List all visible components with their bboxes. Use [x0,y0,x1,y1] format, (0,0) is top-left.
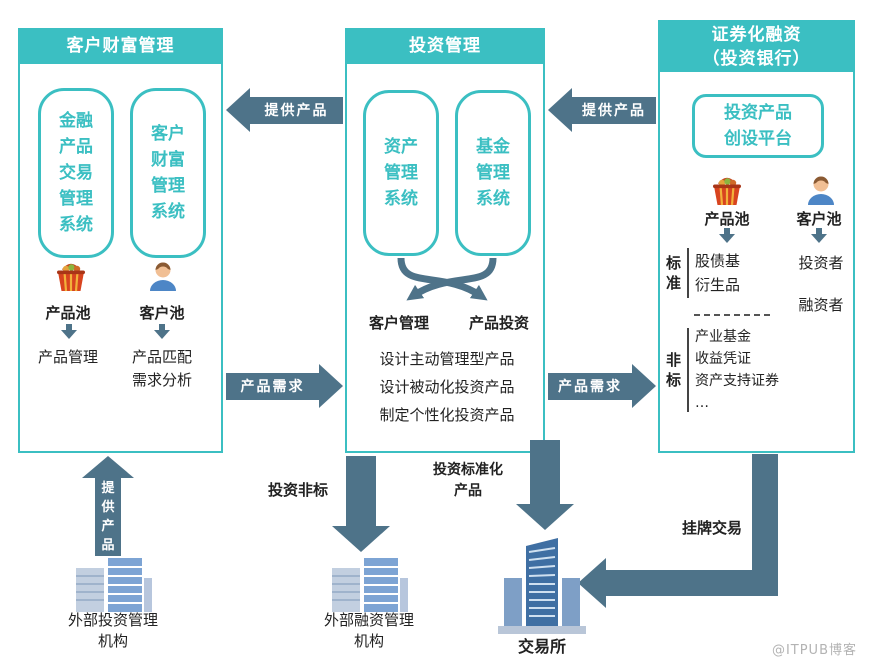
listing-trade-elbow-arrow [578,454,778,608]
office-buildings-icon [66,556,160,612]
crossing-curved-arrows [397,257,497,301]
box-product-creation-platform: 投资产品 创设平台 [692,94,824,158]
arrowhead-left-icon [226,88,250,132]
down-arrow-icon [154,324,170,339]
invest-standard-label: 投资标准化 产品 [433,462,503,499]
arrowhead-left-icon [548,88,572,132]
provide-product-arrow-label: 提供产品 [572,96,656,124]
product-management-label: 产品管理 [37,348,98,366]
customer-mgmt-label: 客户管理 [368,314,429,332]
nonstandard-label: 非 标 [666,351,682,389]
invest-nonstandard-label: 投资非标 [267,481,328,499]
nonstandard-items: 产业基金 收益凭证 资产支持证券 … [695,329,780,411]
product-match-analysis-label: 产品匹配 需求分析 [131,348,192,389]
external-invest-org-label: 外部投资管理 机构 [67,611,158,650]
exchange-label: 交易所 [517,637,566,656]
provide-product-up-arrow-label: 提 供 产 品 [95,478,121,556]
standard-items: 股债基 衍生品 [695,252,741,294]
product-demand-arrow-label: 产品需求 [226,372,319,400]
invest-nonstandard-down-arrow [332,456,390,552]
product-pool-label: 产品池 [45,304,91,322]
provide-product-arrow-right-to-mid: 提供产品 [548,88,656,132]
box-customer-wealth-system-label: 客户 财富 管理 系统 [151,124,185,222]
financier-label: 融资者 [798,296,844,314]
nonstandard-products-section: 非 标 产业基金 收益凭证 资产支持证券 … [666,326,779,414]
watermark: @ITPUB博客 [771,643,857,658]
basket-icon [710,176,744,206]
design-personalized-products-line: 制定个性化投资产品 [379,406,515,424]
panel-customer-wealth-title: 客户财富管理 [18,28,223,64]
design-passive-products-line: 设计被动化投资产品 [379,378,515,396]
panel-investment-mgmt: 投资管理 资产 管理 系统 基金 管理 系统 客户管理 产品投资 设计主动管理型… [345,28,545,453]
person-icon [148,260,178,292]
standard-products-section: 标 准 股债基 衍生品 [666,248,740,298]
panel-customer-wealth: 客户财富管理 金融 产品 交易 管理 系统 客户 财富 管理 系统 产品池 产品… [18,28,223,453]
product-demand-arrow-label: 产品需求 [548,372,632,400]
product-pool-label: 产品池 [704,210,750,228]
customer-pool-label: 客户池 [796,210,842,228]
panel-securitized-financing-title: 证券化融资 （投资银行） [658,20,855,72]
person-icon [806,174,836,206]
provide-product-up-arrow: 提 供 产 品 [82,456,134,556]
box-asset-mgmt-system-label: 资产 管理 系统 [384,137,418,209]
provide-product-arrow-mid-to-left: 提供产品 [226,88,343,132]
standard-label: 标 准 [666,254,682,292]
arrowhead-down-icon [332,526,390,552]
invest-standard-down-arrow [516,440,574,530]
arrowhead-up-icon [82,456,134,478]
arrow-stem [530,440,560,504]
box-financial-product-trading-system-label: 金融 产品 交易 管理 系统 [59,111,93,235]
divider-line [687,248,690,298]
box-fund-mgmt-system-label: 基金 管理 系统 [476,137,510,209]
panel-securitized-financing: 证券化融资 （投资银行） 投资产品 创设平台 产品池 客户池 标 [658,20,855,453]
listing-trade-label: 挂牌交易 [681,519,742,537]
box-customer-wealth-system: 客户 财富 管理 系统 [130,88,206,258]
down-arrow-icon [719,228,735,243]
box-asset-mgmt-system: 资产 管理 系统 [363,90,439,256]
product-demand-arrow-mid-to-right: 产品需求 [548,364,656,408]
box-financial-product-trading-system: 金融 产品 交易 管理 系统 [38,88,114,258]
down-arrow-icon [811,228,827,243]
investor-label: 投资者 [798,254,844,272]
down-arrow-icon [61,324,77,339]
box-product-creation-platform-label: 投资产品 创设平台 [724,103,792,149]
design-active-products-line: 设计主动管理型产品 [379,350,515,368]
office-buildings-icon [322,556,416,612]
product-demand-arrow-left-to-mid: 产品需求 [226,364,343,408]
box-fund-mgmt-system: 基金 管理 系统 [455,90,531,256]
stock-exchange-building-icon [496,536,588,634]
provide-product-arrow-label: 提供产品 [250,96,343,124]
panel-investment-mgmt-title: 投资管理 [345,28,545,64]
external-finance-org-label: 外部融资管理 机构 [323,611,414,650]
product-invest-label: 产品投资 [468,314,529,332]
divider-line [687,328,690,412]
arrow-stem [346,456,376,526]
arrowhead-right-icon [632,364,656,408]
arrowhead-down-icon [516,504,574,530]
customer-pool-label: 客户池 [139,304,185,322]
basket-icon [54,262,88,292]
arrowhead-right-icon [319,364,343,408]
dashed-separator [694,314,770,316]
